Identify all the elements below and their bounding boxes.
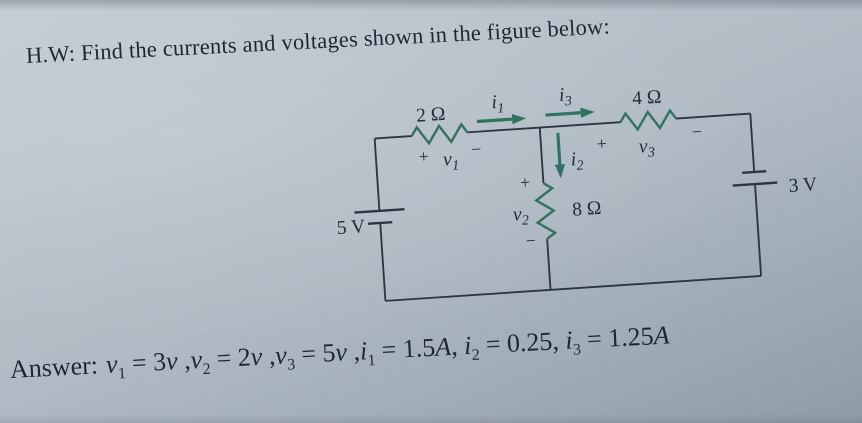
label-v2-minus: −	[525, 230, 536, 251]
answer-equation-i1: i1 = 1.5A,	[359, 331, 465, 370]
eq-i1-rhs: A	[434, 331, 452, 362]
battery-5v-short-plate	[368, 220, 393, 225]
eq-v1-var: v	[105, 349, 119, 379]
label-v1-plus: +	[418, 146, 429, 167]
current-i2-arrow-icon	[554, 132, 566, 179]
label-v3-sub: 3	[646, 145, 655, 160]
battery-3v-short-plate	[742, 170, 767, 175]
label-voltage-v1: v1	[442, 149, 459, 175]
label-current-i2: i2	[570, 149, 584, 174]
current-i1-arrow-icon	[476, 114, 527, 125]
label-i3-base: i	[558, 85, 565, 106]
battery-3v	[732, 170, 778, 187]
eq-v2-rel: = 2	[209, 342, 252, 374]
label-source-5v: 5 V	[336, 216, 366, 239]
label-resistor-8ohm: 8 Ω	[572, 198, 602, 221]
eq-i3-rhs: A	[652, 320, 671, 351]
answer-equation-v3: v3 = 5v ,	[274, 337, 360, 374]
eq-v3-var: v	[274, 340, 288, 371]
label-v1-base: v	[442, 149, 452, 171]
label-voltage-v2: v2	[512, 204, 529, 230]
eq-i3-rel: = 1.25	[579, 321, 655, 355]
label-i3-sub: 3	[563, 94, 572, 109]
battery-5v-long-plate	[354, 208, 405, 214]
label-v2-sub: 2	[522, 213, 530, 228]
current-arrows	[476, 107, 595, 179]
eq-i1-rel: = 1.5	[374, 332, 436, 365]
battery-5v	[354, 208, 405, 225]
eq-i2-var: i	[463, 330, 473, 361]
label-v1-sub: 1	[452, 158, 460, 173]
label-i2-base: i	[570, 149, 577, 170]
resistor-2ohm	[410, 122, 469, 146]
label-v2-base: v	[512, 204, 522, 226]
circuit-figure: 2 Ω 4 Ω 8 Ω 5 V 3 V i1 i3 i2 + v1 − + v3…	[320, 58, 838, 342]
resistor-4ohm	[619, 108, 678, 132]
label-v3-minus: −	[691, 121, 702, 142]
eq-i1-var: i	[359, 336, 368, 366]
label-current-i3: i3	[558, 84, 572, 109]
label-v2-plus: +	[519, 172, 530, 193]
label-resistor-2ohm: 2 Ω	[416, 104, 446, 127]
eq-i2-rel: = 0.25	[478, 326, 554, 360]
answer-equation-i3: i3 = 1.25A	[565, 320, 671, 358]
wire-middle	[538, 127, 552, 290]
eq-v1-rel: = 3	[124, 346, 167, 378]
label-current-i1: i1	[491, 92, 505, 117]
label-i2-sub: 2	[576, 158, 584, 173]
eq-v2-var: v	[189, 344, 203, 375]
label-v1-minus: −	[471, 139, 482, 160]
answer-equation-v2: v2 = 2v ,	[189, 341, 276, 378]
label-v3-base: v	[638, 136, 648, 158]
battery-3v-long-plate	[732, 181, 778, 187]
circuit-wires	[373, 112, 763, 302]
label-resistor-4ohm: 4 Ω	[632, 87, 662, 110]
label-i1-base: i	[491, 92, 498, 113]
resistor-8ohm	[534, 182, 558, 240]
label-source-3v: 3 V	[788, 174, 818, 197]
wire-bottom	[385, 274, 762, 302]
answer-label: Answer:	[9, 350, 99, 384]
answer-equation-i2: i2 = 0.25,	[463, 326, 566, 364]
resistors	[410, 108, 678, 240]
wire-top	[374, 112, 751, 140]
answer-equation-v1: v1 = 3v ,	[105, 346, 191, 383]
label-voltage-v3: v3	[638, 136, 655, 162]
circuit-diagram: 2 Ω 4 Ω 8 Ω 5 V 3 V i1 i3 i2 + v1 − + v3…	[336, 84, 818, 302]
label-v3-plus: +	[596, 133, 607, 154]
eq-v3-rel: = 5	[293, 337, 337, 370]
wire-right	[749, 113, 763, 276]
label-i1-sub: 1	[497, 101, 505, 116]
wire-left	[373, 138, 387, 301]
current-i3-arrow-icon	[545, 107, 595, 118]
